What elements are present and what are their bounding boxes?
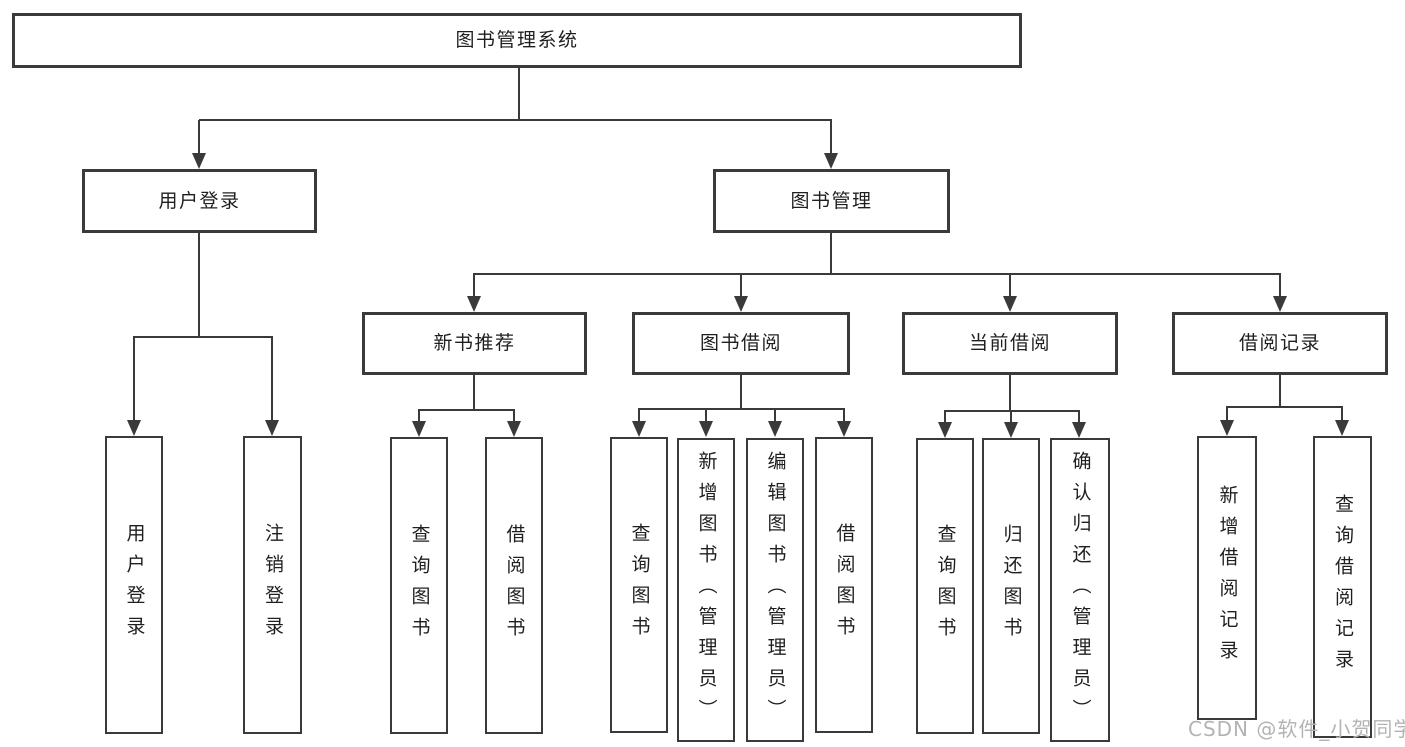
connector-stem xyxy=(1341,406,1343,421)
arrow-down-icon xyxy=(824,153,838,169)
arrow-down-icon xyxy=(467,296,481,312)
leaf-label: 借阅图书 xyxy=(833,523,856,647)
leaf-label: 用户登录 xyxy=(123,523,146,647)
connector-stem xyxy=(1010,410,1012,423)
node-label: 借阅记录 xyxy=(1238,332,1321,355)
connector-stem xyxy=(513,409,515,422)
leaf-borrow-add-books-admin: 新增图书（管理员） xyxy=(677,438,735,742)
node-book-borrow: 图书借阅 xyxy=(632,312,850,375)
leaf-current-return-books: 归还图书 xyxy=(982,438,1040,734)
arrow-down-icon xyxy=(507,421,521,437)
connector-stem xyxy=(638,408,640,422)
arrow-down-icon xyxy=(938,422,952,438)
leaf-label: 查询借阅记录 xyxy=(1332,494,1354,680)
leaf-label: 查询图书 xyxy=(934,524,957,648)
connector-bookmgmt-drop xyxy=(830,233,832,274)
arrow-down-icon xyxy=(1072,422,1086,438)
leaf-label: 确认归还（管理员） xyxy=(1069,450,1092,730)
connector-newbook-drop xyxy=(473,375,475,410)
connector-userlogin-split xyxy=(133,336,273,338)
node-label: 图书管理系统 xyxy=(455,29,579,52)
connector-stem xyxy=(830,120,832,154)
node-user-login: 用户登录 xyxy=(82,169,317,233)
leaf-current-query-books: 查询图书 xyxy=(916,438,974,734)
connector-stem xyxy=(740,273,742,297)
connector-stem xyxy=(774,408,776,422)
connector-bookmgmt-split xyxy=(473,273,1281,275)
node-root: 图书管理系统 xyxy=(12,13,1022,68)
node-borrow-records: 借阅记录 xyxy=(1172,312,1388,375)
leaf-records-query-record: 查询借阅记录 xyxy=(1313,436,1372,738)
leaf-logout: 注销登录 xyxy=(243,436,302,734)
connector-records-split xyxy=(1226,406,1343,408)
arrow-down-icon xyxy=(1003,296,1017,312)
leaf-label: 查询图书 xyxy=(628,523,651,647)
connector-bookborrow-drop xyxy=(740,375,742,409)
arrow-down-icon xyxy=(265,420,279,436)
node-label: 图书管理 xyxy=(790,189,873,212)
leaf-newbook-borrow-books: 借阅图书 xyxy=(485,437,543,734)
arrow-down-icon xyxy=(699,421,713,437)
connector-currentborrow-drop xyxy=(1009,375,1011,411)
connector-root-split xyxy=(199,119,832,121)
leaf-label: 新增借阅记录 xyxy=(1216,485,1239,671)
connector-root-drop xyxy=(518,68,520,120)
arrow-down-icon xyxy=(1335,420,1349,436)
connector-stem xyxy=(133,336,135,421)
leaf-user-login: 用户登录 xyxy=(105,436,163,734)
watermark-text: CSDN @软件_小贺同学 xyxy=(1188,717,1405,741)
connector-stem xyxy=(1279,273,1281,297)
node-current-borrow: 当前借阅 xyxy=(902,312,1118,375)
node-label: 用户登录 xyxy=(158,189,241,212)
arrow-down-icon xyxy=(1004,422,1018,438)
connector-stem xyxy=(944,410,946,423)
connector-stem xyxy=(843,408,845,422)
arrow-down-icon xyxy=(192,153,206,169)
node-label: 新书推荐 xyxy=(433,332,516,355)
connector-stem xyxy=(1226,406,1228,421)
node-label: 当前借阅 xyxy=(968,332,1051,355)
leaf-borrow-query-books: 查询图书 xyxy=(610,437,668,733)
leaf-current-confirm-return-admin: 确认归还（管理员） xyxy=(1050,438,1110,742)
leaf-label: 新增图书（管理员） xyxy=(695,450,718,730)
leaf-label: 查询图书 xyxy=(408,523,431,648)
leaf-label: 借阅图书 xyxy=(503,523,526,648)
leaf-records-add-record: 新增借阅记录 xyxy=(1197,436,1257,720)
connector-stem xyxy=(271,336,273,421)
connector-bookborrow-split xyxy=(638,408,845,410)
arrow-down-icon xyxy=(1220,420,1234,436)
arrow-down-icon xyxy=(837,421,851,437)
connector-stem xyxy=(198,120,200,154)
connector-stem xyxy=(473,273,475,297)
node-new-book-recommend: 新书推荐 xyxy=(362,312,587,375)
connector-stem xyxy=(705,408,707,422)
connector-stem xyxy=(418,409,420,422)
arrow-down-icon xyxy=(412,421,426,437)
arrow-down-icon xyxy=(768,421,782,437)
connector-currentborrow-split xyxy=(944,410,1080,412)
connector-userlogin-drop xyxy=(198,233,200,337)
arrow-down-icon xyxy=(1273,296,1287,312)
connector-records-drop xyxy=(1279,375,1281,407)
leaf-label: 注销登录 xyxy=(262,523,284,647)
leaf-newbook-query-books: 查询图书 xyxy=(390,437,448,734)
node-book-management: 图书管理 xyxy=(713,169,950,233)
arrow-down-icon xyxy=(734,296,748,312)
leaf-borrow-borrow-books: 借阅图书 xyxy=(815,437,873,733)
leaf-label: 归还图书 xyxy=(1000,524,1023,648)
leaf-label: 编辑图书（管理员） xyxy=(764,450,787,730)
connector-stem xyxy=(1009,273,1011,297)
node-label: 图书借阅 xyxy=(699,332,782,355)
arrow-down-icon xyxy=(127,420,141,436)
connector-stem xyxy=(1078,410,1080,423)
arrow-down-icon xyxy=(632,421,646,437)
leaf-borrow-edit-books-admin: 编辑图书（管理员） xyxy=(746,438,804,742)
connector-newbook-split xyxy=(418,409,515,411)
